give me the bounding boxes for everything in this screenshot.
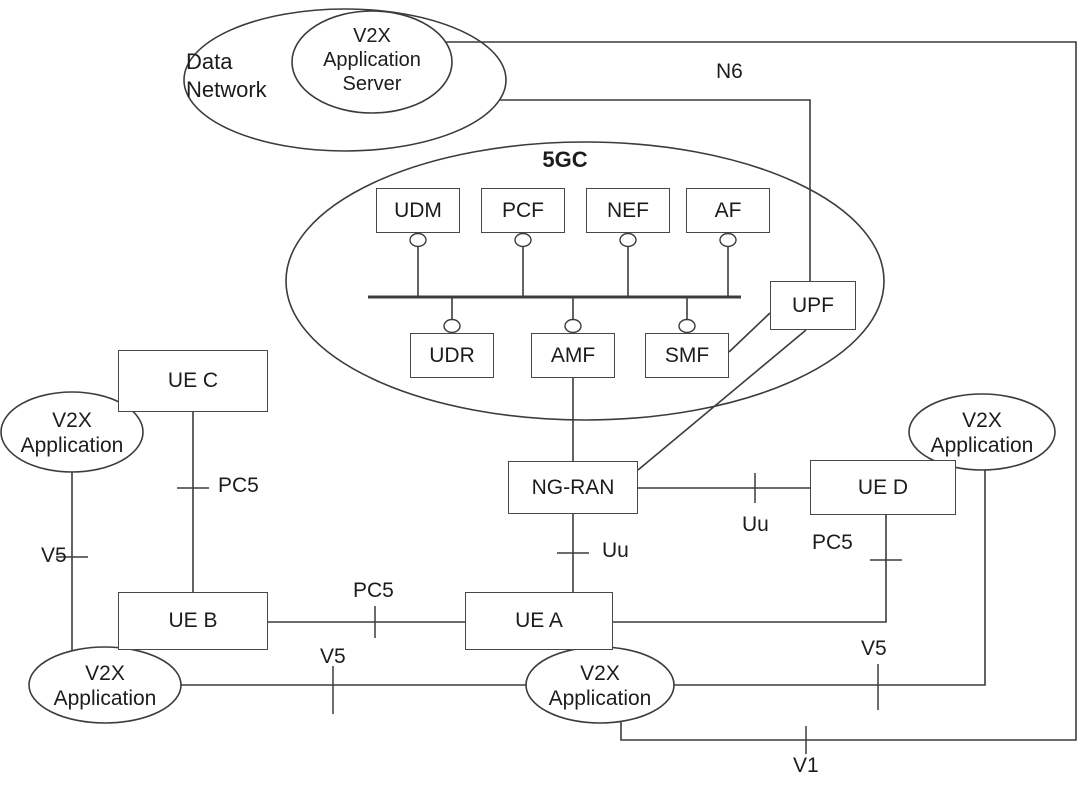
v2x-application-server-label: V2X Application Server	[323, 25, 421, 95]
upf-box: UPF	[770, 281, 856, 330]
v1-line	[446, 41, 1077, 741]
smf-box: SMF	[645, 333, 729, 378]
reference-point-ticks	[56, 473, 902, 754]
v2x-application-right-label: V2X Application	[930, 409, 1034, 458]
udr-bus-port	[443, 318, 461, 334]
af-bus-port	[719, 232, 737, 248]
v2x-application-bottom-center-label: V2X Application	[548, 662, 652, 711]
ue-a-box: UE A	[465, 592, 613, 650]
amf-box: AMF	[531, 333, 615, 378]
nef-box: NEF	[586, 188, 670, 233]
ng-ran-box: NG-RAN	[508, 461, 638, 514]
ue-b-box: UE B	[118, 592, 268, 650]
v5-bottom-left-label: V5	[320, 645, 346, 668]
n6-line	[500, 99, 811, 281]
ue-c-box: UE C	[118, 350, 268, 412]
uu-ued-label: Uu	[742, 513, 769, 536]
upf-ngran-line	[637, 329, 807, 471]
pcf-box: PCF	[481, 188, 565, 233]
amf-bus-port	[564, 318, 582, 334]
nef-bus-port	[619, 232, 637, 248]
pc5-ueb-uea-label: PC5	[353, 579, 394, 602]
udm-bus-port	[409, 232, 427, 248]
v1-label: V1	[793, 754, 819, 777]
af-box: AF	[686, 188, 770, 233]
pc5-uea-ued-line	[613, 515, 887, 623]
5gc-label: 5GC	[542, 147, 588, 172]
udm-box: UDM	[376, 188, 460, 233]
5gc-service-bus	[368, 232, 741, 334]
pc5-uea-ued-label: PC5	[812, 531, 853, 554]
v5-left-label: V5	[41, 544, 67, 567]
v2x-application-left-label: V2X Application	[20, 409, 124, 458]
ue-d-box: UE D	[810, 460, 956, 515]
v2x-application-server-ellipse	[291, 10, 453, 114]
v2x-application-right-ellipse	[908, 393, 1056, 471]
pc5-uec-ueb-label: PC5	[218, 474, 259, 497]
reference-point-lines	[71, 41, 1077, 741]
upf-smf-line	[728, 312, 771, 353]
pcf-bus-port	[514, 232, 532, 248]
n6-label: N6	[716, 60, 743, 83]
v5-bottom-right-label: V5	[861, 637, 887, 660]
uu-uea-label: Uu	[602, 539, 629, 562]
v2x-application-bottom-left-label: V2X Application	[53, 662, 157, 711]
v5-bottom-right-line	[674, 470, 986, 686]
smf-bus-port	[678, 318, 696, 334]
udr-box: UDR	[410, 333, 494, 378]
data-network-label: Data Network	[186, 49, 267, 102]
